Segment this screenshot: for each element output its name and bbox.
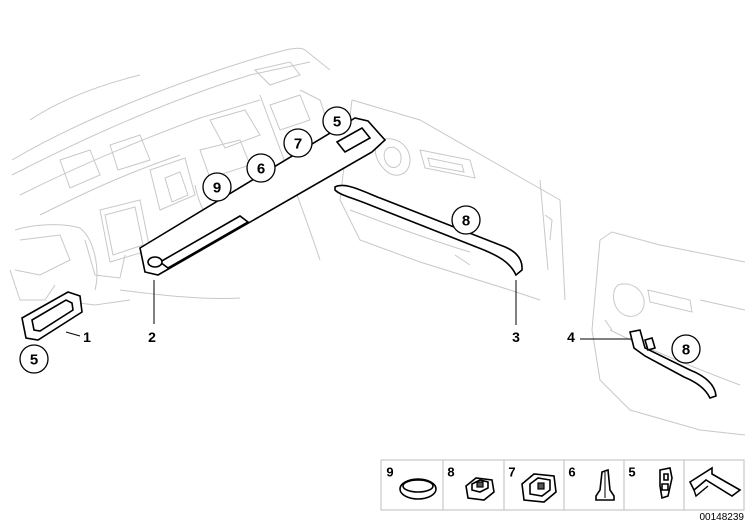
legend-label-9: 9	[386, 465, 393, 480]
part-label-1: 1	[83, 329, 91, 345]
part-label-4: 4	[567, 329, 575, 345]
callout-6: 6	[246, 153, 276, 183]
rear-door-trim-part-4	[629, 329, 717, 399]
callout-6-label: 6	[257, 161, 265, 178]
legend-label-8: 8	[447, 465, 454, 480]
square-clip-icon	[521, 473, 557, 503]
dashboard-trim-part-2	[139, 117, 387, 276]
clip-nut-icon	[465, 477, 495, 501]
legend-label-5: 5	[628, 465, 635, 480]
spring-clip-icon	[659, 467, 673, 500]
document-number: 00148239	[700, 512, 745, 523]
callout-8-mid-label: 8	[462, 213, 470, 230]
plug-icon	[399, 478, 437, 500]
callout-5-left-label: 5	[30, 352, 38, 369]
callout-8-right: 8	[671, 334, 701, 364]
rivet-icon	[595, 468, 615, 501]
callout-7: 7	[283, 128, 313, 158]
rear-door-outline	[591, 231, 746, 436]
callout-5-left: 5	[19, 344, 49, 374]
part-label-3: 3	[512, 329, 520, 345]
front-door-outline	[339, 99, 566, 301]
dashboard-outline	[9, 47, 331, 306]
legend-label-6: 6	[568, 465, 575, 480]
part-label-2: 2	[148, 329, 156, 345]
leader-lines	[65, 280, 632, 340]
callout-8-right-label: 8	[682, 342, 690, 359]
callout-8-mid: 8	[451, 205, 481, 235]
direction-arrow-icon	[688, 466, 742, 498]
legend-label-7: 7	[508, 465, 515, 480]
callout-7-label: 7	[294, 136, 302, 153]
callout-9-label: 9	[213, 180, 221, 197]
callout-5-top-label: 5	[333, 114, 341, 131]
trim-part-1	[21, 291, 83, 341]
callout-5-top: 5	[322, 106, 352, 136]
parts-legend: 9 8 7 6 5	[380, 459, 745, 511]
door-trim-part-3	[334, 184, 523, 277]
legend-cell-6	[563, 459, 625, 511]
callout-9: 9	[202, 172, 232, 202]
